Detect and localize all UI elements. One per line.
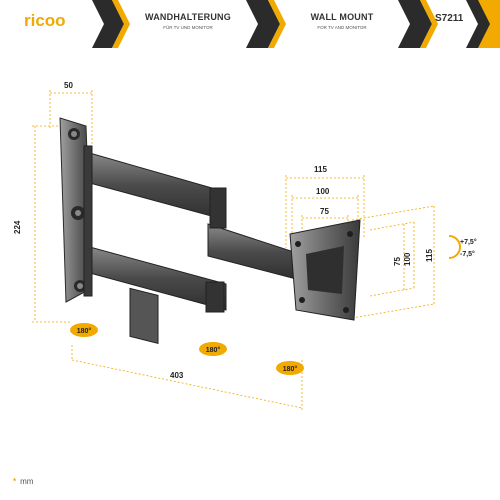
brand-logo-text: ricoo — [24, 11, 66, 30]
tilt-labels: +7,5° -7,5° — [460, 238, 477, 258]
dim-vesa-100-h: 100 — [316, 187, 330, 196]
star-icon: * — [13, 477, 17, 486]
rot-tilt-up: +7,5° — [460, 238, 477, 246]
rot-arm-swivel: 180° — [206, 346, 221, 354]
unit-note: *mm — [13, 477, 33, 486]
brand-logo: ricoo — [18, 4, 110, 38]
dim-vesa-115-v: 115 — [425, 249, 434, 262]
rotation-labels: 180° 180° 180° — [77, 327, 298, 373]
rot-head-swivel: 180° — [283, 365, 298, 373]
vesa-head-plate — [289, 219, 361, 321]
dim-vesa-100-v: 100 — [403, 252, 412, 266]
header-bar: ricoo WANDHALTERUNG FÜR TV UND MONITOR W… — [0, 0, 500, 48]
dim-wall-plate-width: 50 — [64, 81, 73, 90]
header-de: WANDHALTERUNG FÜR TV UND MONITOR — [130, 0, 246, 48]
en-title: WALL MOUNT — [310, 12, 374, 22]
dimension-labels: 50 224 403 115 100 75 75 100 115 — [13, 81, 434, 380]
header-en: WALL MOUNT FOR TV AND MONITOR — [286, 0, 398, 48]
dim-wall-plate-height: 224 — [13, 220, 22, 234]
de-subtitle: FÜR TV UND MONITOR — [163, 25, 213, 30]
header-chevrons — [92, 0, 500, 48]
mount-drawing: 50 224 403 115 100 75 75 100 115 180° 18… — [13, 81, 477, 412]
rot-tilt-down: -7,5° — [460, 250, 475, 258]
en-subtitle: FOR TV AND MONITOR — [317, 25, 367, 30]
dim-max-extension: 403 — [170, 371, 184, 380]
dim-vesa-75-v: 75 — [393, 257, 402, 266]
de-title: WANDHALTERUNG — [145, 12, 231, 22]
sku-label: S7211 — [435, 13, 464, 24]
rot-wall-swivel: 180° — [77, 327, 92, 335]
unit-note-text: mm — [20, 477, 34, 486]
rotation-badges — [70, 235, 461, 375]
dim-vesa-115-h: 115 — [314, 165, 327, 174]
dim-vesa-75-h: 75 — [320, 207, 329, 216]
swing-arms — [83, 145, 301, 345]
